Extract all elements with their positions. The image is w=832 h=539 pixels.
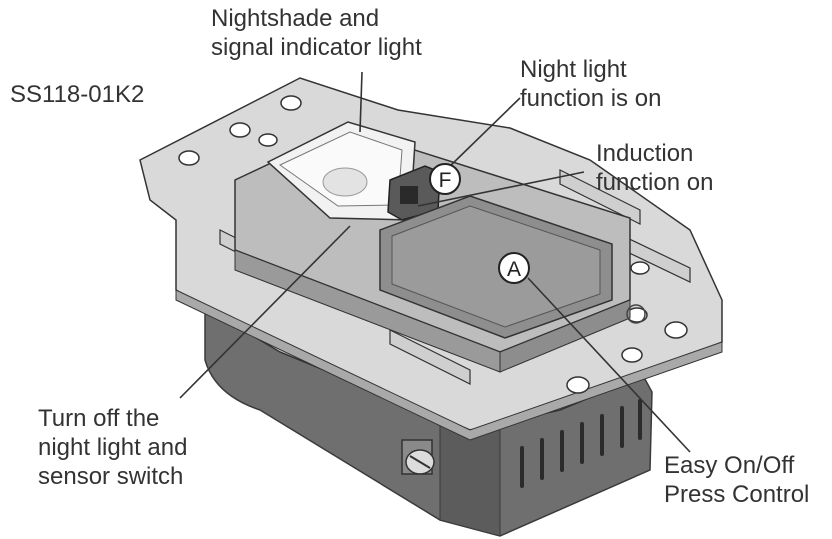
callout-nightshade: Nightshade and signal indicator light bbox=[211, 4, 422, 62]
ground-emblem-icon bbox=[626, 304, 646, 324]
callout-night-light: Night light function is on bbox=[520, 55, 661, 113]
callout-nightshade-line-1: Nightshade and bbox=[211, 5, 380, 32]
callout-easy-press-line-2: Press Control bbox=[664, 481, 810, 508]
marker-f-text: F bbox=[439, 169, 452, 192]
callout-easy-press: Easy On/Off Press Control bbox=[664, 451, 809, 509]
marker-a-text: A bbox=[507, 258, 521, 281]
leader-lines bbox=[179, 71, 691, 453]
terminal-screw-icon bbox=[401, 439, 435, 475]
callout-turn-off-line-3: sensor switch bbox=[38, 463, 184, 490]
callout-nightshade-line-2: signal indicator light bbox=[211, 34, 422, 61]
callout-night-light-line-1: Night light bbox=[520, 56, 627, 83]
callout-turn-off-line-2: night light and bbox=[38, 434, 188, 461]
callout-induction-line-2: function on bbox=[596, 169, 714, 196]
callout-night-light-line-2: function is on bbox=[520, 85, 662, 112]
mounting-holes bbox=[178, 95, 688, 394]
callout-turn-off: Turn off the night light and sensor swit… bbox=[38, 404, 187, 491]
callout-induction-line-1: Induction bbox=[596, 140, 694, 167]
vent-slots bbox=[520, 399, 642, 488]
callout-induction: Induction function on bbox=[596, 139, 713, 197]
callout-turn-off-line-1: Turn off the bbox=[38, 405, 160, 432]
marker-a: A bbox=[498, 252, 530, 284]
model-number: SS118-01K2 bbox=[10, 81, 145, 108]
callout-easy-press-line-1: Easy On/Off bbox=[664, 452, 795, 479]
marker-f: F bbox=[429, 163, 461, 195]
